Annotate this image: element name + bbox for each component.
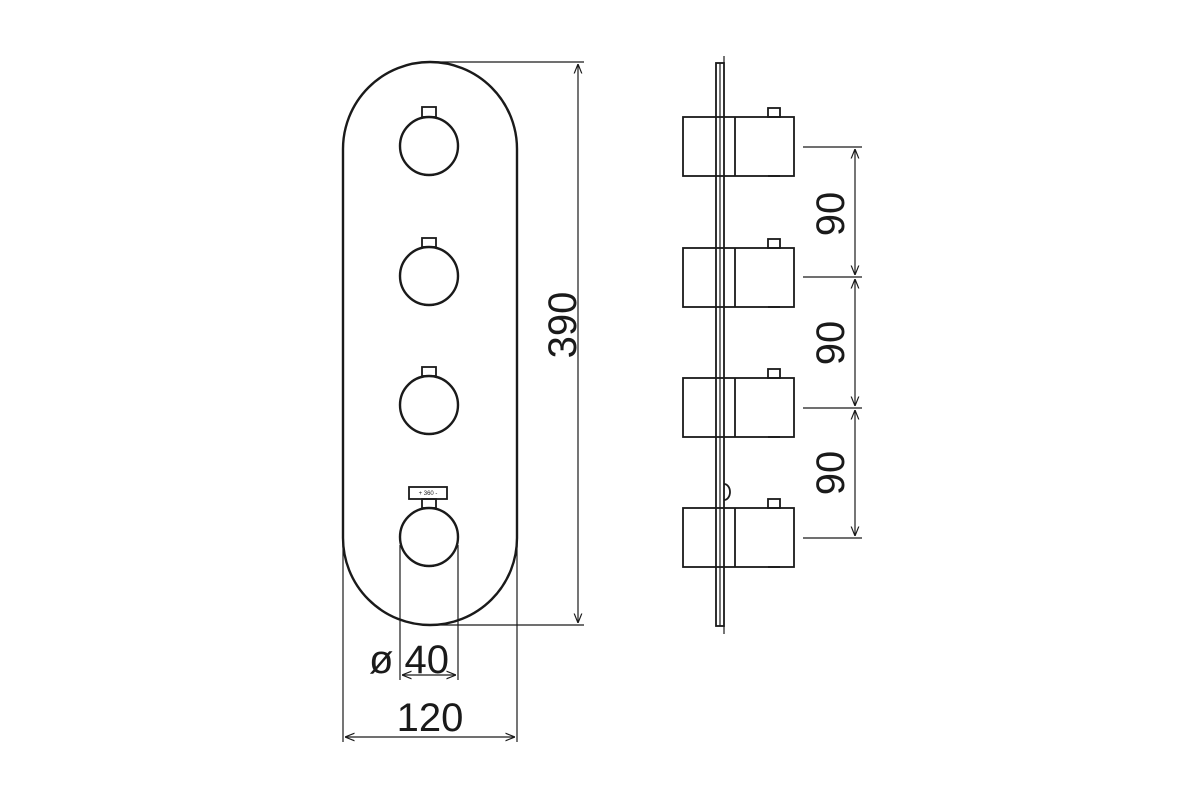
- temperature-scale-text: + 360 -: [419, 491, 438, 497]
- dimension-spacing: 90 90 90: [803, 146, 862, 539]
- knob-diameter-label: ø 40: [369, 638, 449, 682]
- front-knob-1: [398, 106, 460, 177]
- front-knob-4: + 360 -: [398, 486, 460, 568]
- front-plate: [341, 60, 519, 627]
- plate-width-label: 120: [397, 696, 464, 740]
- side-handle-3: [682, 368, 795, 438]
- front-knob-3: [398, 366, 460, 436]
- side-handle-2: [682, 238, 795, 308]
- spacing-3-label: 90: [809, 451, 853, 496]
- spacing-2-label: 90: [809, 321, 853, 366]
- plate-height-label: 390: [541, 292, 585, 359]
- dimension-plate-width: 120: [342, 540, 518, 742]
- temperature-scale-label: [408, 486, 448, 500]
- side-view: 90 90 90: [682, 56, 862, 634]
- spacing-1-label: 90: [809, 192, 853, 237]
- front-view: + 360 - 390 ø 40 120: [341, 60, 585, 742]
- side-handle-4: [682, 483, 795, 568]
- side-handle-1: [682, 107, 795, 177]
- dimension-plate-height: 390: [430, 61, 585, 626]
- dimension-knob-diameter: ø 40: [369, 545, 459, 682]
- front-knob-2: [398, 237, 460, 307]
